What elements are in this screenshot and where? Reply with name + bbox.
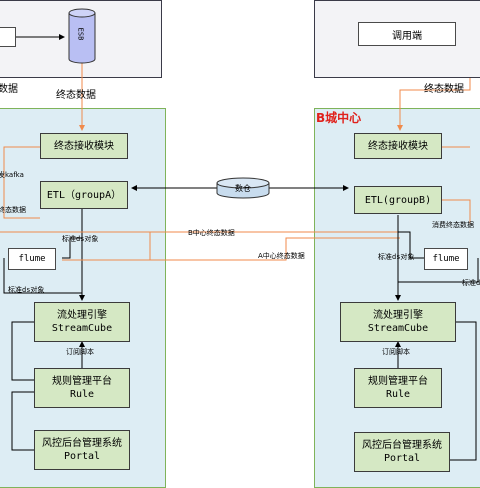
left-final-state-side: 终态数据 — [0, 206, 26, 214]
right-flume-box: flume — [424, 248, 468, 270]
right-portal-module: 风控后台管理系统 Portal — [354, 432, 450, 472]
left-std-ds-1: 标准ds对象 — [62, 235, 99, 243]
left-input-box — [0, 27, 16, 47]
left-rule-module: 规则管理平台 Rule — [34, 368, 130, 408]
right-engine-module: 流处理引擎 StreamCube — [340, 302, 456, 342]
dataset-icon — [216, 177, 270, 199]
right-std-ds-1: 标准ds对象 — [378, 253, 415, 261]
esb-label: ESB — [76, 27, 85, 41]
right-final-state-top: 终态数据 — [424, 84, 464, 95]
left-kafka-label: 发kafka — [0, 171, 24, 179]
esb-cylinder: ESB — [68, 8, 96, 64]
caller-box: 调用端 — [358, 22, 456, 46]
right-etl-module: ETL(groupB) — [354, 186, 442, 214]
left-subscribe-label: 订阅脚本 — [66, 348, 94, 356]
left-etl-module: ETL（groupA） — [40, 181, 128, 209]
b-center-final-data: B中心终态数据 — [188, 229, 235, 237]
left-data-label: 数据 — [0, 84, 18, 95]
right-std-ds-2: 标准ds对象 — [462, 279, 480, 287]
right-rule-module: 规则管理平台 Rule — [354, 368, 442, 408]
right-subscribe-label: 订阅脚本 — [382, 348, 410, 356]
right-receive-module: 终态接收模块 — [354, 133, 442, 159]
left-flume-box: flume — [8, 248, 56, 270]
region-label: B城中心 — [316, 111, 362, 125]
left-engine-module: 流处理引擎 StreamCube — [34, 302, 130, 342]
left-portal-module: 风控后台管理系统 Portal — [34, 430, 130, 470]
dataset-cylinder: 数仓 — [216, 177, 270, 199]
left-receive-module: 终态接收模块 — [40, 133, 128, 159]
dataset-label: 数仓 — [235, 184, 251, 193]
left-std-ds-2: 标准ds对象 — [8, 286, 45, 294]
left-final-state-top: 终态数据 — [56, 90, 96, 101]
right-consume-label: 消费终态数据 — [432, 221, 474, 229]
a-center-final-data: A中心终态数据 — [258, 252, 305, 260]
database-icon — [68, 8, 96, 64]
